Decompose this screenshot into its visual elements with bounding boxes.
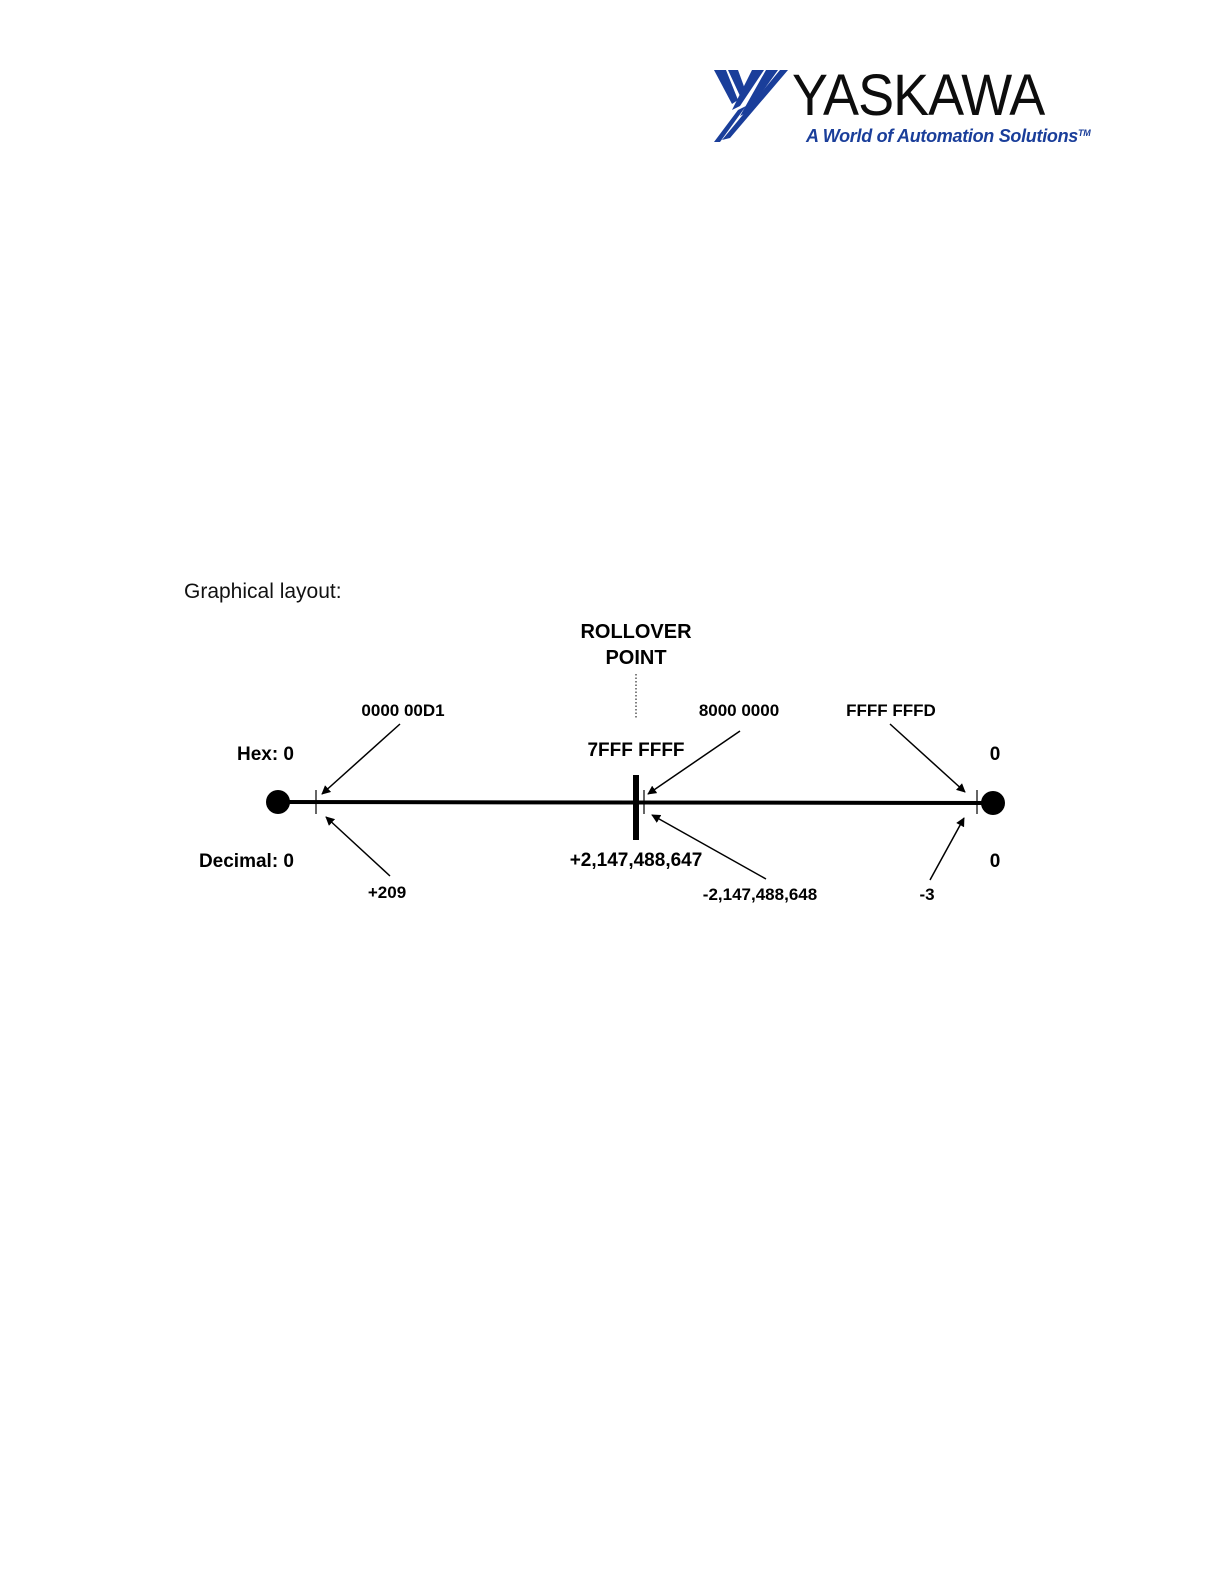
arrow-dec-minus3: [930, 818, 964, 880]
right-endpoint-dot: [981, 791, 1005, 815]
dec-minus3-label: -3: [919, 886, 934, 903]
hex-min-neg-label: 8000 0000: [699, 702, 779, 719]
arrow-hex-fffd: [890, 724, 965, 792]
rollover-label-line2: POINT: [605, 648, 666, 668]
decimal-zero-right-label: 0: [990, 852, 1001, 871]
arrow-hex-d1: [322, 724, 400, 794]
hex-zero-right-label: 0: [990, 745, 1001, 764]
dec-min-neg-label: -2,147,488,648: [703, 886, 817, 903]
decimal-zero-left-label: Decimal: 0: [199, 852, 294, 871]
hex-d1-label: 0000 00D1: [361, 702, 444, 719]
left-endpoint-dot: [266, 790, 290, 814]
hex-max-pos-label: 7FFF FFFF: [587, 741, 684, 760]
hex-fffd-label: FFFF FFFD: [846, 702, 936, 719]
dec-max-pos-label: +2,147,488,647: [570, 851, 703, 870]
dec-209-label: +209: [368, 884, 406, 901]
rollover-label-line1: ROLLOVER: [580, 622, 691, 642]
hex-zero-left-label: Hex: 0: [237, 745, 294, 764]
arrow-dec-209: [326, 817, 390, 876]
